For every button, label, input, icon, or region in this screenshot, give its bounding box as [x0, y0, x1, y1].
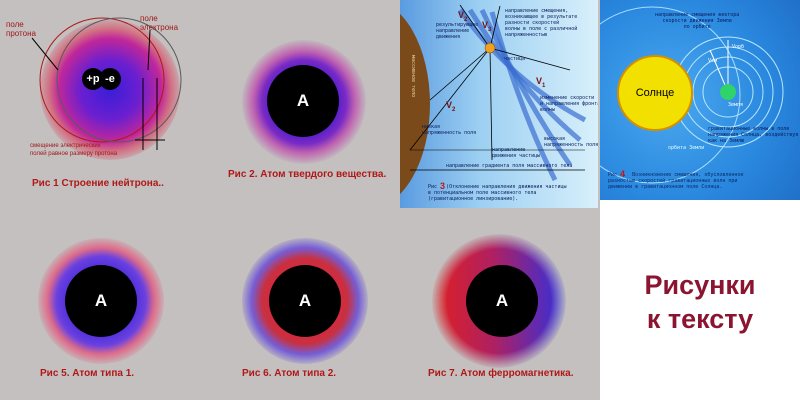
fig1-caption: Рис 1 Строение нейтрона..	[32, 178, 164, 189]
earth-label: Земля	[728, 102, 744, 108]
fig5-atom-label: A	[94, 291, 108, 310]
v3-label: V3	[482, 20, 492, 33]
fig5-caption: Рис 5. Атом типа 1.	[40, 368, 135, 379]
proton-label: +p	[86, 73, 100, 85]
resultant-label: результирующее направление движения	[436, 22, 479, 40]
fig7-caption: Рис 7. Атом ферромагнетика.	[428, 368, 574, 379]
fig7-atom: A	[466, 265, 538, 337]
fig4-sun-earth: Солнце Земля Vорб Vсм направление смещен…	[600, 0, 800, 200]
fig4-caption-num: 4	[620, 169, 626, 179]
v1-label: V1	[536, 76, 546, 89]
high-field-label: высокая напряженность поля	[544, 136, 598, 148]
gradient-dir-label: направление градиента поля массивного те…	[446, 163, 573, 169]
fig3-lensing: массивное тело V2 V3 V1 V2 результирующе…	[400, 0, 598, 208]
fig1-lines	[31, 17, 182, 150]
waves-note: гравитационные волны в поле напряжения С…	[708, 126, 799, 144]
electron-label: -e	[105, 73, 115, 85]
fig6-atom-label: A	[298, 291, 312, 310]
proton-field-label: поле протона	[6, 20, 36, 38]
fig4-caption: Рис . Возникновение смещения, обусловлен…	[608, 172, 744, 190]
fig2-atom-label: A	[296, 91, 310, 110]
motion-dir-label: направление движения частицы	[492, 147, 541, 159]
earth	[720, 84, 736, 100]
sun-label: Солнце	[635, 87, 675, 99]
fig7-atom-label: A	[495, 291, 509, 310]
shift-desc-label: направление смещения, возникающее в резу…	[505, 8, 578, 38]
electron-field-label: поле электрона	[140, 14, 179, 32]
speed-change-label: изменение скорости и направления фронта …	[540, 95, 598, 113]
low-field-label: низкая напряженность поля	[422, 124, 477, 136]
fig4-top-note: направление смещения вектора скорости дв…	[655, 12, 740, 30]
vorb-label: Vорб	[732, 44, 745, 50]
page-title: Рисунки к тексту	[644, 270, 756, 334]
fig3-caption-num: 3	[440, 181, 446, 191]
v2-mid-label: V2	[446, 100, 456, 113]
orbit-label: орбита Земли	[668, 145, 705, 151]
sun: Солнце	[617, 55, 693, 131]
fig3-waves	[409, 4, 587, 182]
fig3-caption: Рис (Отклонение направления движения час…	[428, 184, 567, 202]
v2-top-label: V2	[458, 10, 468, 23]
electron: -e	[99, 68, 121, 90]
proton: +p	[82, 68, 104, 90]
fig5-atom: A	[65, 265, 137, 337]
fig6-atom: A	[269, 265, 341, 337]
shift-note: смещение электрических полей равное разм…	[30, 143, 118, 157]
fig2-caption: Рис 2. Атом твердого вещества.	[228, 169, 387, 180]
particle-label: частица	[504, 56, 526, 62]
fig6-caption: Рис 6. Атом типа 2.	[242, 368, 337, 379]
fig2-atom: A	[267, 65, 339, 137]
vsm-label: Vсм	[708, 58, 718, 64]
